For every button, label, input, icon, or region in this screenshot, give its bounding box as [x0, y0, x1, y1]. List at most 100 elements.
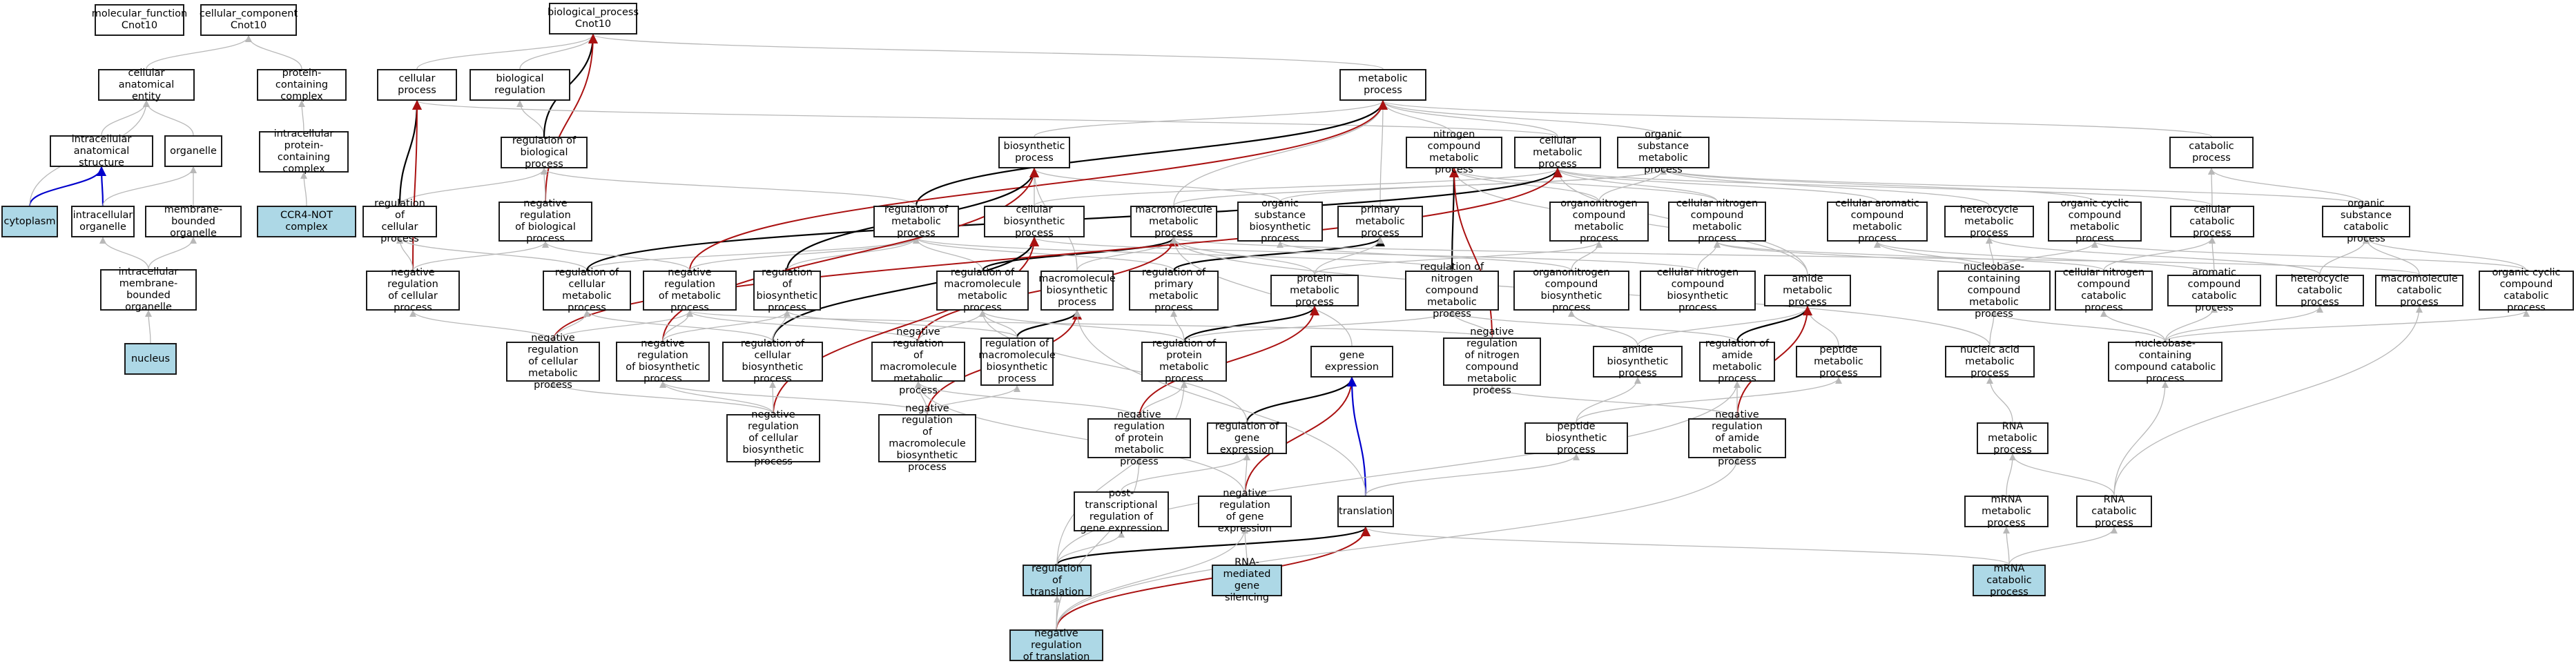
node-negative-regulation-of-amide-metabolic-process[interactable]: negative regulation of amide metabolic p… — [1688, 409, 1786, 467]
node-regulation-of-translation[interactable]: regulation of translation — [1023, 563, 1092, 598]
node-macromolecule-biosynthetic-process[interactable]: macromolecule biosynthetic process — [1038, 271, 1116, 311]
node-organic-substance-metabolic-process[interactable]: organic substance metabolic process — [1617, 129, 1710, 175]
node-regulation-of-cellular-process[interactable]: regulation of cellular process — [362, 198, 437, 244]
node-amide-metabolic-process[interactable]: amide metabolic process — [1764, 273, 1851, 308]
node-negative-regulation-of-biological-process[interactable]: negative regulation of biological proces… — [498, 198, 592, 244]
node-cellular-biosynthetic-process[interactable]: cellular biosynthetic process — [984, 204, 1085, 239]
node-nucleobase-containing-compound-metabolic-process[interactable]: nucleobase-containing compound metabolic… — [1937, 262, 2051, 320]
edge-is-a — [2091, 241, 2527, 271]
edge-is-a — [1554, 168, 1878, 202]
node-cellular-nitrogen-compound-biosynthetic-process[interactable]: cellular nitrogen compound biosynthetic … — [1640, 267, 1756, 313]
node-organic-substance-catabolic-process[interactable]: organic substance catabolic process — [2322, 198, 2410, 244]
edge-is-a — [915, 381, 1140, 419]
node-cellular-anatomical-entity[interactable]: cellular anatomical entity — [98, 68, 195, 102]
node-cellular-process[interactable]: cellular process — [377, 69, 457, 101]
node-rna-mediated-gene-silencing[interactable]: RNA-mediated gene silencing — [1212, 557, 1282, 603]
node-cellular-catabolic-process[interactable]: cellular catabolic process — [2170, 204, 2254, 239]
node-negative-regulation-of-cellular-biosynthetic-process[interactable]: negative regulation of cellular biosynth… — [726, 409, 820, 467]
node-regulation-of-cellular-biosynthetic-process[interactable]: regulation of cellular biosynthetic proc… — [722, 338, 823, 384]
edge-is-a — [300, 172, 308, 206]
node-rna-catabolic-process[interactable]: RNA catabolic process — [2076, 494, 2152, 529]
node-regulation-of-cellular-metabolic-process[interactable]: regulation of cellular metabolic process — [543, 267, 631, 313]
node-peptide-metabolic-process[interactable]: peptide metabolic process — [1796, 344, 1881, 379]
node-cellular-aromatic-compound-metabolic-process[interactable]: cellular aromatic compound metabolic pro… — [1827, 198, 1928, 244]
edge-is-a — [979, 310, 1185, 342]
edge-is-a — [1379, 100, 1664, 137]
node-mrna-catabolic-process[interactable]: mRNA catabolic process — [1973, 563, 2046, 598]
node-cellular-nitrogen-compound-metabolic-process[interactable]: cellular nitrogen compound metabolic pro… — [1668, 198, 1766, 244]
node-macromolecule-metabolic-process[interactable]: macromolecule metabolic process — [1130, 204, 1217, 239]
node-negative-regulation-of-macromolecule-metabolic-process[interactable]: negative regulation of macromolecule met… — [871, 326, 965, 396]
node-regulation-of-biological-process[interactable]: regulation of biological process — [501, 135, 588, 170]
node-organic-substance-biosynthetic-process[interactable]: organic substance biosynthetic process — [1237, 198, 1323, 244]
edge-is-a — [1660, 168, 2095, 202]
node-regulation-of-biosynthetic-process[interactable]: regulation of biosynthetic process — [753, 267, 821, 313]
node-negative-regulation-of-biosynthetic-process[interactable]: negative regulation of biosynthetic proc… — [616, 338, 710, 384]
node-molecular-function-root[interactable]: molecular_function Cnot10 — [92, 4, 187, 36]
node-negative-regulation-of-cellular-metabolic-process[interactable]: negative regulation of cellular metaboli… — [506, 333, 600, 391]
node-biosynthetic-process[interactable]: biosynthetic process — [998, 137, 1070, 168]
node-nitrogen-compound-metabolic-process[interactable]: nitrogen compound metabolic process — [1406, 129, 1502, 175]
node-organic-cyclic-compound-catabolic-process[interactable]: organic cyclic compound catabolic proces… — [2479, 267, 2574, 313]
edge-is-a — [1554, 168, 1718, 202]
node-peptide-biosynthetic-process[interactable]: peptide biosynthetic process — [1524, 421, 1628, 456]
node-organic-cyclic-compound-metabolic-process[interactable]: organic cyclic compound metabolic proces… — [2048, 198, 2142, 244]
node-aromatic-compound-catabolic-process[interactable]: aromatic compound catabolic process — [2167, 267, 2261, 313]
node-cellular-nitrogen-compound-catabolic-process[interactable]: cellular nitrogen compound catabolic pro… — [2055, 267, 2153, 313]
node-nucleobase-containing-compound-catabolic-process[interactable]: nucleobase-containing compound catabolic… — [2108, 338, 2222, 384]
node-negative-regulation-of-cellular-process[interactable]: negative regulation of cellular process — [366, 267, 460, 313]
edge-regulates — [771, 237, 1039, 342]
node-regulation-of-macromolecule-biosynthetic-process[interactable]: regulation of macromolecule biosynthetic… — [978, 337, 1056, 386]
edge-is-a — [2009, 453, 2115, 496]
node-protein-metabolic-process[interactable]: protein metabolic process — [1270, 273, 1359, 308]
edge-is-a — [1568, 310, 1638, 346]
node-regulation-of-gene-expression[interactable]: regulation of gene expression — [1207, 421, 1287, 456]
node-regulation-of-protein-metabolic-process[interactable]: regulation of protein metabolic process — [1141, 338, 1227, 384]
node-biological-regulation[interactable]: biological regulation — [469, 69, 570, 101]
node-negative-regulation-of-metabolic-process[interactable]: negative regulation of metabolic process — [643, 267, 737, 313]
node-negative-regulation-of-nitrogen-compound-metabolic-process[interactable]: negative regulation of nitrogen compound… — [1443, 326, 1541, 396]
node-regulation-of-macromolecule-metabolic-process[interactable]: regulation of macromolecule metabolic pr… — [936, 267, 1029, 313]
node-amide-biosynthetic-process[interactable]: amide biosynthetic process — [1593, 344, 1683, 379]
edge-is-a — [2006, 453, 2016, 496]
node-intracellular-organelle[interactable]: intracellular organelle — [71, 206, 135, 237]
node-translation[interactable]: translation — [1337, 496, 1394, 527]
node-regulation-of-metabolic-process[interactable]: regulation of metabolic process — [873, 204, 959, 239]
edge-is-a — [1074, 310, 1366, 496]
node-regulation-of-primary-metabolic-process[interactable]: regulation of primary metabolic process — [1129, 267, 1219, 313]
node-organonitrogen-compound-metabolic-process[interactable]: organonitrogen compound metabolic proces… — [1549, 198, 1649, 244]
edge-is-a — [143, 100, 194, 136]
edge-is-a — [1637, 306, 1811, 346]
node-regulation-of-nitrogen-compound-metabolic-process[interactable]: regulation of nitrogen compound metaboli… — [1405, 262, 1499, 320]
node-gene-expression[interactable]: gene expression — [1310, 346, 1393, 378]
node-nucleic-acid-metabolic-process[interactable]: nucleic acid metabolic process — [1945, 344, 2035, 379]
node-negative-regulation-of-gene-expression[interactable]: negative regulation of gene expression — [1198, 488, 1292, 534]
node-heterocycle-catabolic-process[interactable]: heterocycle catabolic process — [2276, 273, 2364, 308]
edge-is-a — [686, 310, 919, 342]
node-cytoplasm[interactable]: cytoplasm — [1, 206, 58, 237]
node-ccr4-not-complex[interactable]: CCR4-NOT complex — [257, 206, 356, 237]
node-intracellular-membrane-bounded-organelle[interactable]: intracellular membrane-bounded organelle — [100, 266, 197, 313]
node-nucleus[interactable]: nucleus — [124, 343, 177, 375]
node-rna-metabolic-process[interactable]: RNA metabolic process — [1977, 421, 2049, 456]
node-heterocycle-metabolic-process[interactable]: heterocycle metabolic process — [1944, 204, 2034, 239]
node-negative-regulation-of-protein-metabolic-process[interactable]: negative regulation of protein metabolic… — [1087, 409, 1191, 467]
node-mrna-metabolic-process[interactable]: mRNA metabolic process — [1964, 494, 2049, 529]
node-intracellular-anatomical-structure[interactable]: intracellular anatomical structure — [50, 134, 153, 168]
node-negative-regulation-of-macromolecule-biosynthetic-process[interactable]: negative regulation of macromolecule bio… — [878, 403, 976, 473]
node-regulation-of-amide-metabolic-process[interactable]: regulation of amide metabolic process — [1699, 338, 1775, 384]
node-catabolic-process[interactable]: catabolic process — [2169, 137, 2254, 168]
node-organelle[interactable]: organelle — [164, 135, 222, 167]
node-negative-regulation-of-translation[interactable]: negative regulation of translation — [1009, 628, 1103, 663]
node-protein-containing-complex[interactable]: protein-containing complex — [257, 68, 347, 102]
node-cellular-component-root[interactable]: cellular_component Cnot10 — [200, 4, 298, 36]
node-primary-metabolic-process[interactable]: primary metabolic process — [1337, 204, 1423, 239]
node-macromolecule-catabolic-process[interactable]: macromolecule catabolic process — [2375, 273, 2463, 308]
node-biological-process-root[interactable]: biological_process Cnot10 — [548, 3, 639, 35]
node-metabolic-process[interactable]: metabolic process — [1339, 69, 1426, 101]
node-membrane-bounded-organelle[interactable]: membrane-bounded organelle — [145, 204, 242, 239]
node-intracellular-protein-containing-complex[interactable]: intracellular protein-containing complex — [259, 128, 349, 175]
node-cellular-metabolic-process[interactable]: cellular metabolic process — [1514, 135, 1601, 170]
node-organonitrogen-compound-biosynthetic-process[interactable]: organonitrogen compound biosynthetic pro… — [1513, 267, 1629, 313]
node-post-transcriptional-regulation-of-gene-expression[interactable]: post-transcriptional regulation of gene … — [1074, 488, 1169, 534]
